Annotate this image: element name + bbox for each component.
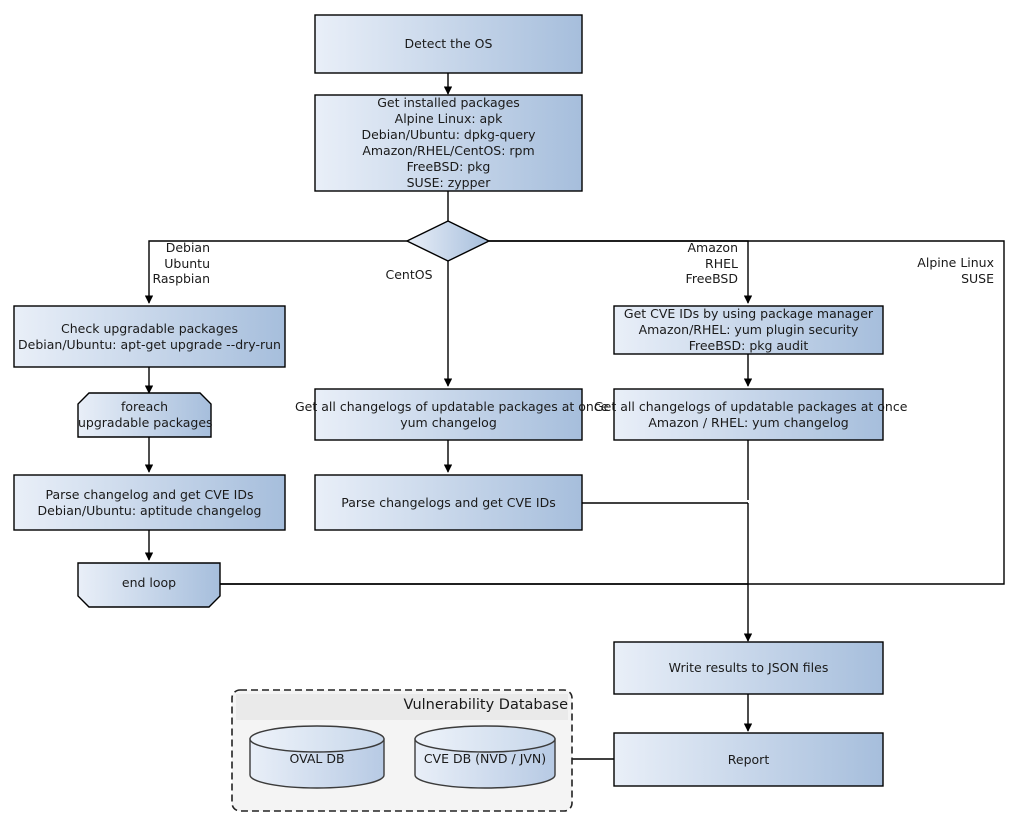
node-end-loop[interactable] (77, 562, 221, 608)
node-parse-changelog-debian[interactable] (13, 474, 286, 531)
node-check-upgradable-hit[interactable] (14, 306, 285, 367)
node-decision-hit[interactable] (407, 221, 489, 261)
node-get-installed-packages-hit[interactable] (315, 95, 582, 191)
node-parse-changelog-debian-hit[interactable] (14, 475, 285, 530)
node-changelogs-centos-hit[interactable] (315, 389, 582, 440)
node-get-installed-packages[interactable] (314, 94, 583, 192)
node-detect-os[interactable] (314, 14, 583, 74)
node-report-hit[interactable] (614, 733, 883, 786)
node-get-cve-ids-pkgmgr-hit[interactable] (614, 306, 883, 354)
node-decision-os[interactable] (405, 220, 491, 262)
node-foreach-loop-hit[interactable] (78, 393, 211, 437)
node-foreach-loop[interactable] (77, 392, 212, 438)
db-cylinder-cve[interactable] (414, 725, 556, 789)
node-check-upgradable[interactable] (13, 305, 286, 368)
db-cve-hit[interactable] (415, 726, 555, 788)
group-header-band (236, 694, 568, 720)
node-write-json[interactable] (613, 641, 884, 695)
db-cylinder-oval[interactable] (249, 725, 385, 789)
node-changelogs-amazon[interactable] (613, 388, 884, 441)
db-oval-hit[interactable] (250, 726, 384, 788)
node-parse-changelogs-centos[interactable] (314, 474, 583, 531)
node-report[interactable] (613, 732, 884, 787)
node-changelogs-amazon-hit[interactable] (614, 389, 883, 440)
node-detect-os-hit[interactable] (315, 15, 582, 73)
node-write-json-hit[interactable] (614, 642, 883, 694)
node-get-cve-ids-pkgmgr[interactable] (613, 305, 884, 355)
edge-decision-debian (144, 240, 407, 304)
node-changelogs-centos[interactable] (314, 388, 583, 441)
node-parse-changelogs-centos-hit[interactable] (315, 475, 582, 530)
node-end-loop-hit[interactable] (78, 563, 220, 607)
